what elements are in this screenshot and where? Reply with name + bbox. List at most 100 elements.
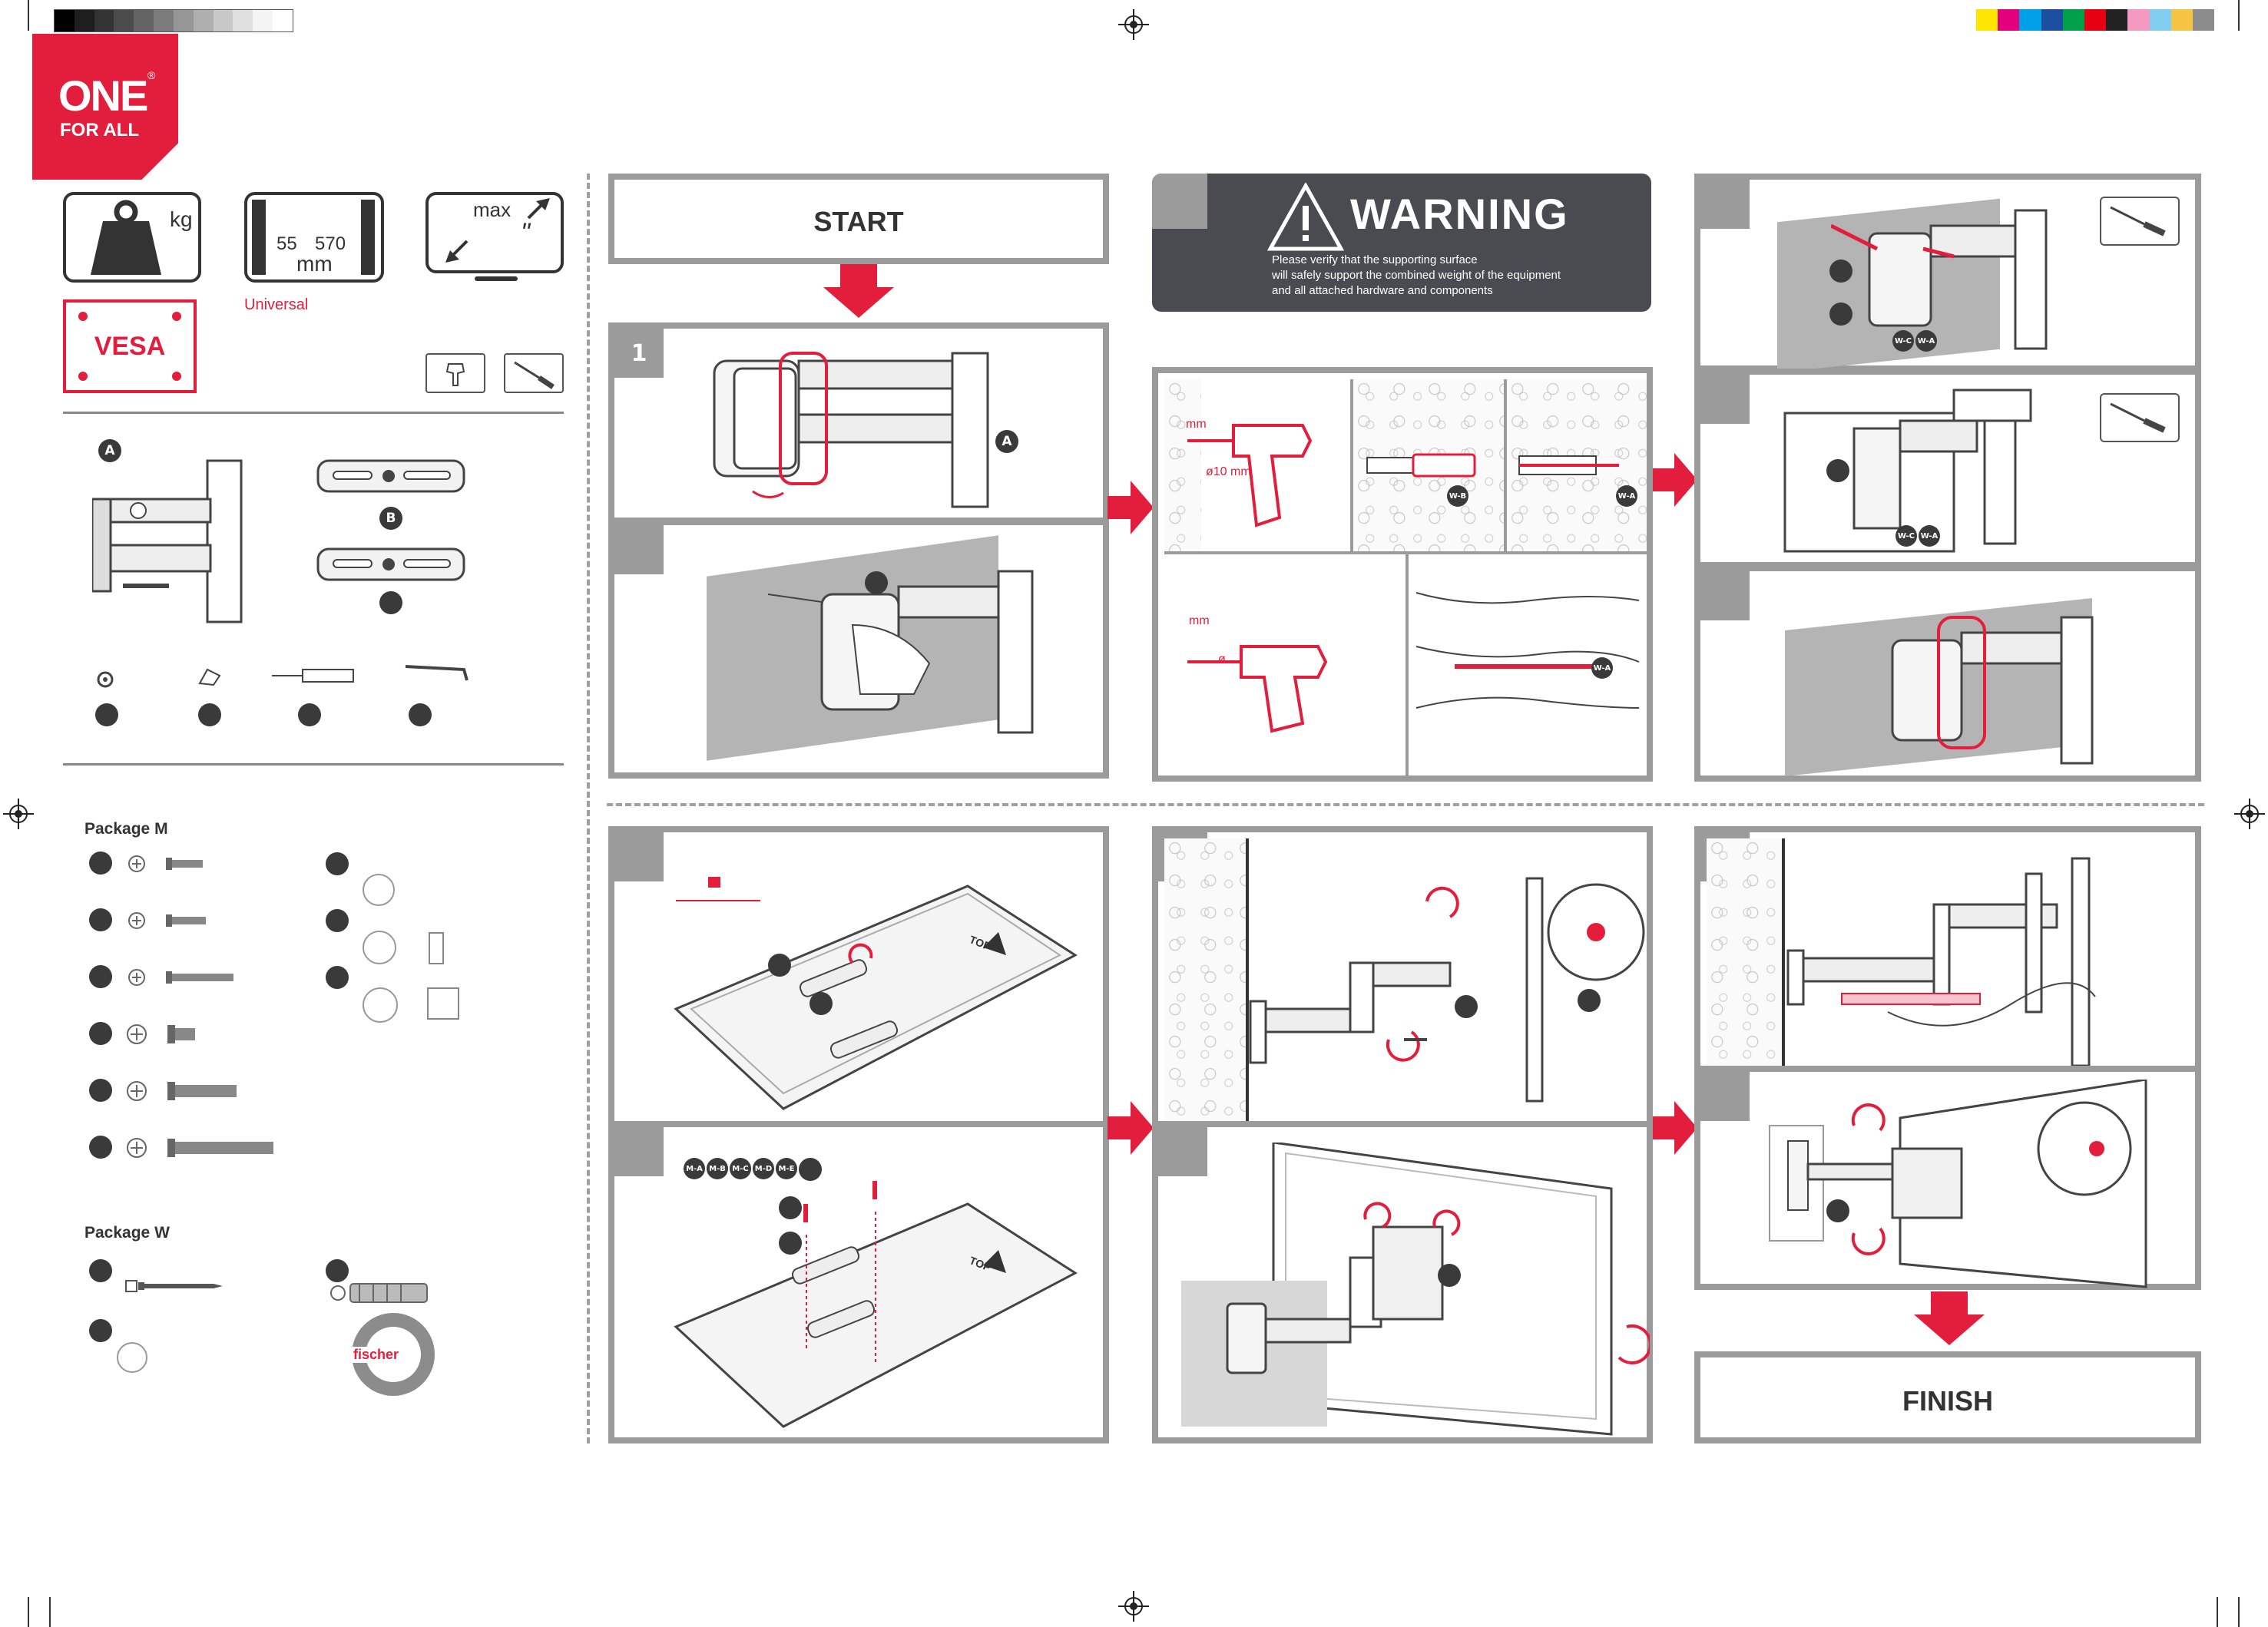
warning-triangle-icon [1267,183,1344,251]
step-9-panel [1694,826,2201,1072]
step-10-number [1700,1072,1750,1121]
step-9-illustration [1786,857,2096,1067]
screw-m-c-badge [89,965,112,988]
right-arrow-1 [1108,481,1154,534]
step-8-illustration [1891,616,2094,765]
wood-wa-badge: W-A [1591,657,1613,679]
crop-mark [2217,1597,2218,1627]
step-5b-badge [1438,1264,1461,1287]
tv-back-illustration [674,1181,1078,1428]
screw-icon [127,1024,195,1044]
part-b-badge: B [379,507,402,530]
wall-washer-badge [89,1319,112,1342]
step-3-badge-2 [810,992,833,1015]
drill-concrete: mm ø10 mm [1164,379,1353,551]
step-5-illustration [1249,877,1645,1103]
step-6-number [1700,180,1750,229]
washer-1-badge [326,852,349,875]
step-2-panel [608,519,1109,779]
finish-label: FINISH [1902,1385,1993,1417]
horizontal-dashed-divider [607,803,2204,806]
wood-screw-icon [1415,592,1640,709]
max-size-spec: max " [425,192,564,273]
registration-mark-left [3,799,34,829]
step-1-panel: 1 A [608,322,1109,524]
finish-panel: FINISH [1694,1351,2201,1443]
warning-line3: and all attached hardware and components [1272,284,1493,297]
screw-icon [128,855,203,872]
size-min: 55 [276,233,297,254]
screwdriver-tool [2100,393,2180,442]
drill-bit-icon [445,363,465,386]
step-6-illustration [1831,209,2048,350]
crop-mark [2238,0,2240,31]
spacer-large-icon [427,987,459,1020]
fischer-text: fischer [352,1347,401,1363]
drill-wood: mm ø [1164,554,1409,775]
step-3-badge-1 [768,954,791,977]
screw-m-d-badge [89,1022,112,1045]
divider-top [63,412,564,414]
step-5b-number [1158,1127,1207,1176]
step-6-wc-badge: W-C [1892,330,1914,352]
mark-box [708,877,720,888]
fischer-logo: fischer [352,1313,435,1396]
vesa-label: VESA [94,332,166,361]
step-5b-panel [1152,1121,1653,1443]
part-g-badge [409,703,432,726]
step-5-badge-2 [1578,989,1601,1012]
drill-icon [1187,424,1313,527]
start-panel: START [608,174,1109,264]
max-label: max [473,198,512,221]
step-4-badge-1 [779,1196,802,1219]
washer-icon [363,874,395,906]
screwdriver-tool [504,353,564,393]
warning-line2: will safely support the combined weight … [1272,269,1561,282]
weight-icon [91,200,161,275]
screw-m-a-badge [89,852,112,875]
step-4-badge-2 [779,1232,802,1255]
part-e-badge [198,703,221,726]
vesa-badge: VESA [63,299,197,393]
wall-arm-part-a [92,459,243,623]
step-4-md-badge: M-D [753,1158,774,1179]
package-w-title: Package W [84,1224,170,1242]
step-2-number [614,525,664,574]
step-8-panel [1694,565,2201,782]
right-arrow-2 [1651,453,1697,507]
step-1-illustration [713,352,989,508]
registration-mark-right [2234,799,2265,829]
step-4-ma-badge: M-A [684,1158,705,1179]
screwdriver-tool [2100,197,2180,246]
step-10-badge [1826,1199,1849,1222]
crop-mark [28,1597,29,1627]
step-2-badge [865,571,888,594]
step-2-illustration [768,570,1034,734]
start-label: START [813,206,904,237]
crop-mark [2238,1597,2240,1627]
part-f-badge [298,703,321,726]
part-a-badge: A [98,439,121,462]
step-6-panel: W-C W-A [1694,174,2201,373]
level-tool-icon [272,669,354,683]
bracket-part-c [316,547,465,581]
warning-panel: WARNING Please verify that the supportin… [1152,174,1651,312]
drill-icon [1187,645,1328,733]
step-4-mb-badge: M-B [707,1158,728,1179]
down-arrow-finish [1914,1291,1985,1345]
drilling-panel: mm ø10 mm W-B W-A mm ø W-A [1152,367,1653,782]
clip-icon [198,668,221,686]
washer-icon [363,931,396,964]
part-a-badge-step1: A [995,430,1018,453]
wall-anchor-icon [330,1283,428,1303]
warning-line1: Please verify that the supporting surfac… [1272,253,1478,266]
right-arrow-3 [1108,1101,1154,1155]
brand-reg: ® [147,69,156,81]
step-7-wc-badge: W-C [1896,525,1917,547]
max-mark: " [521,218,531,247]
small-nut-icon [97,671,114,688]
vertical-dashed-divider [587,174,590,1443]
drill-diameter-label: ø10 mm [1206,465,1251,478]
wall-section [1164,838,1249,1121]
size-max: 570 [315,233,346,254]
